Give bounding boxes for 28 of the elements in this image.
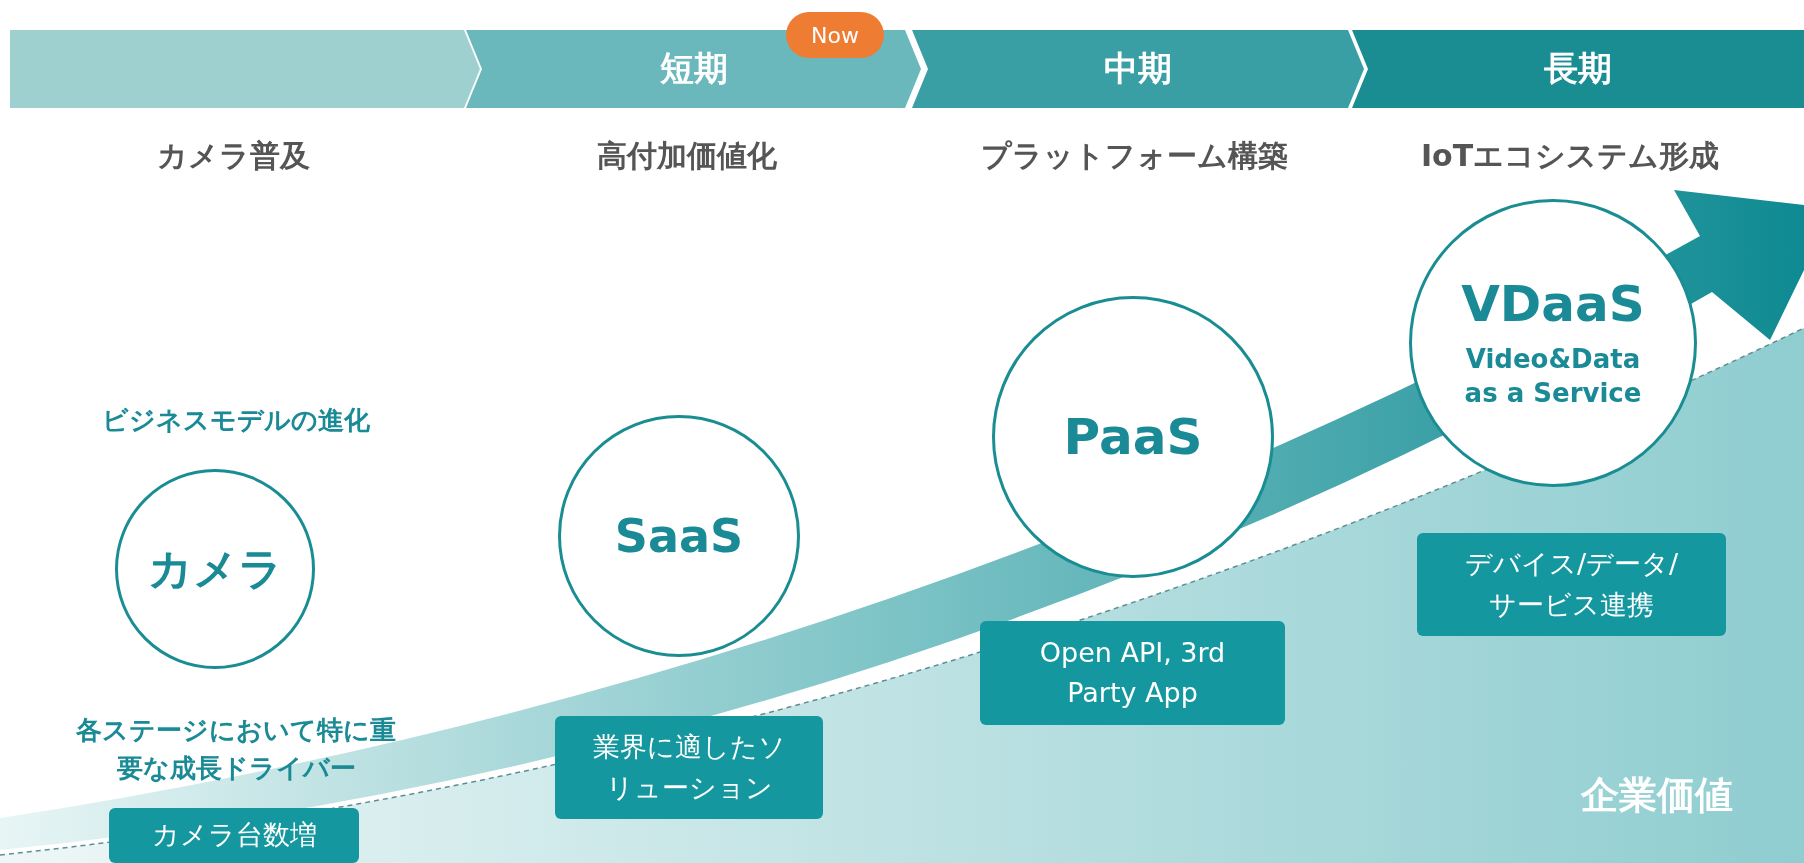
chevron-banner bbox=[10, 30, 480, 108]
now-badge bbox=[786, 12, 884, 58]
driver-text: デバイス/データ/サービス連携 bbox=[1463, 547, 1680, 622]
phase-label: プラットフォーム構築 bbox=[979, 137, 1289, 175]
phase-label: 高付加価値化 bbox=[596, 137, 778, 175]
term-label: 中期 bbox=[1104, 47, 1172, 90]
phase-label: カメラ普及 bbox=[155, 137, 311, 175]
driver-box bbox=[555, 716, 823, 819]
stage-title: SaaS bbox=[614, 509, 744, 563]
term-label: 短期 bbox=[659, 47, 728, 90]
driver-box bbox=[1417, 533, 1726, 636]
phase-label: IoTエコシステム形成 bbox=[1419, 137, 1721, 175]
chevron-banner bbox=[912, 30, 1364, 108]
driver-text: Open API, 3rd Party App bbox=[1038, 635, 1227, 710]
stage-title: PaaS bbox=[1063, 408, 1203, 466]
stage-subtitle: Video&Data as a Service bbox=[1463, 343, 1643, 410]
stage-title: カメラ bbox=[147, 541, 283, 596]
stage-title: VDaaS bbox=[1461, 275, 1645, 334]
chevron-banner bbox=[1352, 30, 1804, 108]
value-label: 企業価値 bbox=[1580, 772, 1734, 819]
driver-caption: 各ステージにおいて特に重要な成長ドライバー bbox=[75, 714, 397, 785]
badge-text: Now bbox=[811, 22, 859, 48]
arrow-caption: ビジネスモデルの進化 bbox=[101, 404, 371, 437]
driver-text: カメラ台数増 bbox=[151, 818, 317, 853]
driver-text: 業界に適したソリューション bbox=[591, 730, 787, 805]
driver-box bbox=[980, 621, 1285, 725]
driver-box bbox=[109, 808, 359, 863]
term-label: 長期 bbox=[1544, 47, 1612, 90]
